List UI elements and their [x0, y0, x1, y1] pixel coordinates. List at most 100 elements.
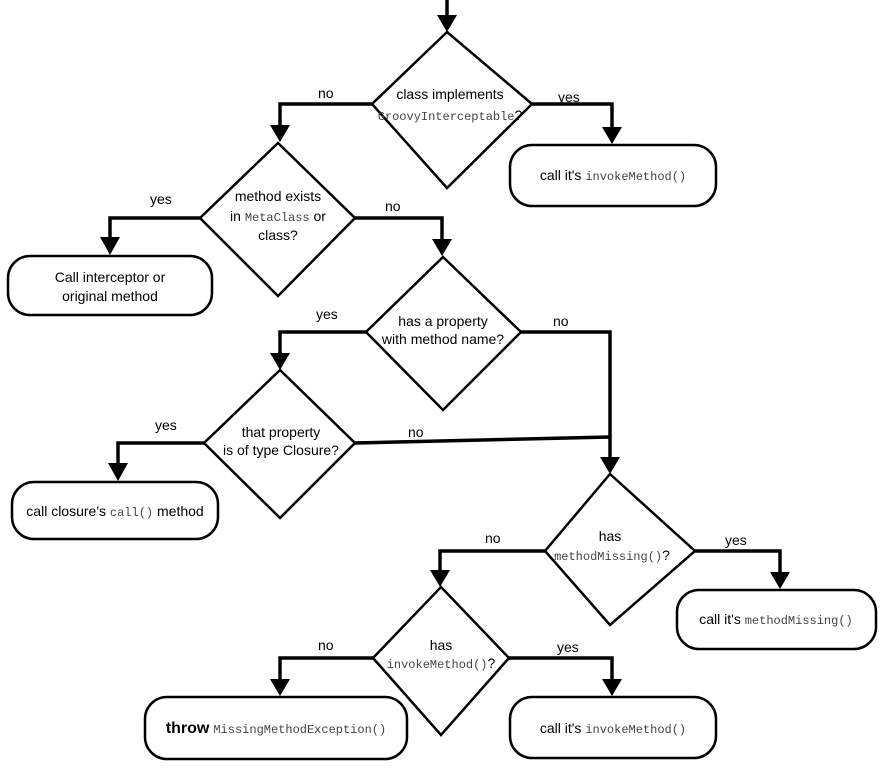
action-box — [10, 480, 220, 541]
d4-no-label: no — [408, 424, 424, 440]
entry-arrow — [437, 15, 457, 32]
decision-prefix: in — [230, 208, 245, 224]
action-suffix: method — [153, 503, 204, 519]
decision-diamond — [364, 255, 523, 412]
decision-line2: is of type Closure? — [223, 442, 339, 458]
action-box — [143, 695, 409, 761]
action-line2: original method — [62, 288, 158, 304]
decision-line2: in MetaClass or — [230, 208, 326, 225]
action-box — [508, 143, 718, 208]
decision-line1: has — [430, 637, 453, 653]
action-box — [508, 695, 718, 760]
action-call-method-missing: call it's methodMissing() — [675, 588, 878, 651]
d3-yes-label: yes — [316, 306, 338, 322]
action-code: invokeMethod() — [585, 723, 686, 737]
d2-no-line — [355, 216, 444, 242]
action-text: call it's invokeMethod() — [540, 167, 686, 184]
d5-no-label: no — [485, 530, 501, 546]
decision-diamond — [202, 368, 357, 520]
d4-yes-line — [116, 441, 204, 466]
decision-line3: class? — [258, 227, 298, 243]
action-text: call it's invokeMethod() — [540, 720, 686, 737]
d2-yes-label: yes — [150, 191, 172, 207]
decision-has-method-missing: has methodMissing()? — [543, 472, 697, 627]
action-code: call() — [110, 506, 153, 520]
decision-code: MetaClass — [245, 211, 310, 225]
decision-method-exists: method exists in MetaClass or class? — [198, 141, 357, 298]
decision-code: GroovyInterceptable — [378, 110, 515, 124]
action-call-closure: call closure's call() method — [10, 480, 220, 541]
decision-code: invokeMethod() — [387, 658, 488, 672]
action-prefix: call it's — [540, 167, 585, 183]
action-box — [6, 254, 214, 317]
decision-has-invoke-method: has invokeMethod()? — [371, 585, 511, 737]
decision-diamond — [198, 141, 357, 298]
d1-yes-label: yes — [558, 89, 580, 105]
decision-line2: invokeMethod()? — [387, 655, 496, 672]
decision-suffix: ? — [488, 655, 496, 671]
action-box — [675, 588, 878, 651]
arrowheads — [100, 15, 790, 696]
decision-suffix: or — [310, 208, 327, 224]
decision-property-closure: that property is of type Closure? — [202, 368, 357, 520]
d1-yes-arrow — [602, 127, 622, 144]
d5-no-arrow — [430, 570, 450, 587]
decision-suffix: ? — [515, 107, 523, 123]
d6-no-line — [278, 656, 373, 682]
d3-yes-line — [278, 330, 366, 356]
decision-line1: has — [599, 528, 622, 544]
d6-yes-arrow — [602, 679, 622, 696]
d6-no-label: no — [318, 637, 334, 653]
decision-line1: that property — [242, 424, 321, 440]
action-code: methodMissing() — [745, 614, 853, 628]
d3-no-arrow — [600, 457, 620, 474]
decision-diamond — [370, 30, 534, 190]
action-text: call it's methodMissing() — [699, 611, 853, 628]
decision-groovy-interceptable: class implements GroovyInterceptable? — [370, 30, 534, 190]
decision-diamond — [543, 472, 697, 627]
d2-yes-arrow — [100, 237, 120, 255]
decision-line2: with method name? — [381, 331, 504, 347]
action-prefix: call closure's — [26, 503, 110, 519]
edge-labels: no yes yes no yes no yes no no yes no ye… — [150, 85, 747, 655]
action-code: invokeMethod() — [585, 170, 686, 184]
d4-yes-arrow — [108, 463, 128, 481]
action-line1: Call interceptor or — [55, 269, 166, 285]
d3-no-line — [521, 330, 612, 460]
decision-line1: class implements — [396, 86, 503, 102]
d6-yes-line — [509, 656, 614, 682]
d5-yes-line — [695, 549, 782, 575]
decision-code: methodMissing() — [554, 550, 662, 564]
d5-yes-label: yes — [725, 532, 747, 548]
d1-no-label: no — [318, 85, 334, 101]
d2-yes-line — [108, 216, 200, 240]
action-text: call closure's call() method — [26, 503, 203, 520]
action-call-invoke-method-bottom: call it's invokeMethod() — [508, 695, 718, 760]
action-code: MissingMethodException() — [213, 723, 386, 737]
d1-no-line — [278, 102, 372, 128]
d4-yes-label: yes — [155, 417, 177, 433]
decision-suffix: ? — [662, 547, 670, 563]
d6-no-arrow — [270, 679, 290, 696]
decision-line2: methodMissing()? — [554, 547, 670, 564]
decision-line2: GroovyInterceptable? — [378, 107, 523, 124]
d4-no-line — [354, 435, 611, 445]
d1-no-arrow — [270, 125, 290, 142]
d2-no-label: no — [385, 198, 401, 214]
decision-has-property: has a property with method name? — [364, 255, 523, 412]
action-call-interceptor: Call interceptor or original method — [6, 254, 214, 317]
action-prefix: call it's — [699, 611, 744, 627]
d5-yes-arrow — [770, 572, 790, 589]
action-keyword: throw — [166, 720, 210, 737]
d2-no-arrow — [432, 239, 452, 256]
decision-line1: has a property — [398, 313, 488, 329]
d3-no-label: no — [553, 313, 569, 329]
connectors — [108, 0, 782, 682]
action-call-invoke-method-top: call it's invokeMethod() — [508, 143, 718, 208]
d6-yes-label: yes — [557, 639, 579, 655]
d5-no-line — [438, 549, 545, 573]
decision-diamond — [371, 585, 511, 737]
